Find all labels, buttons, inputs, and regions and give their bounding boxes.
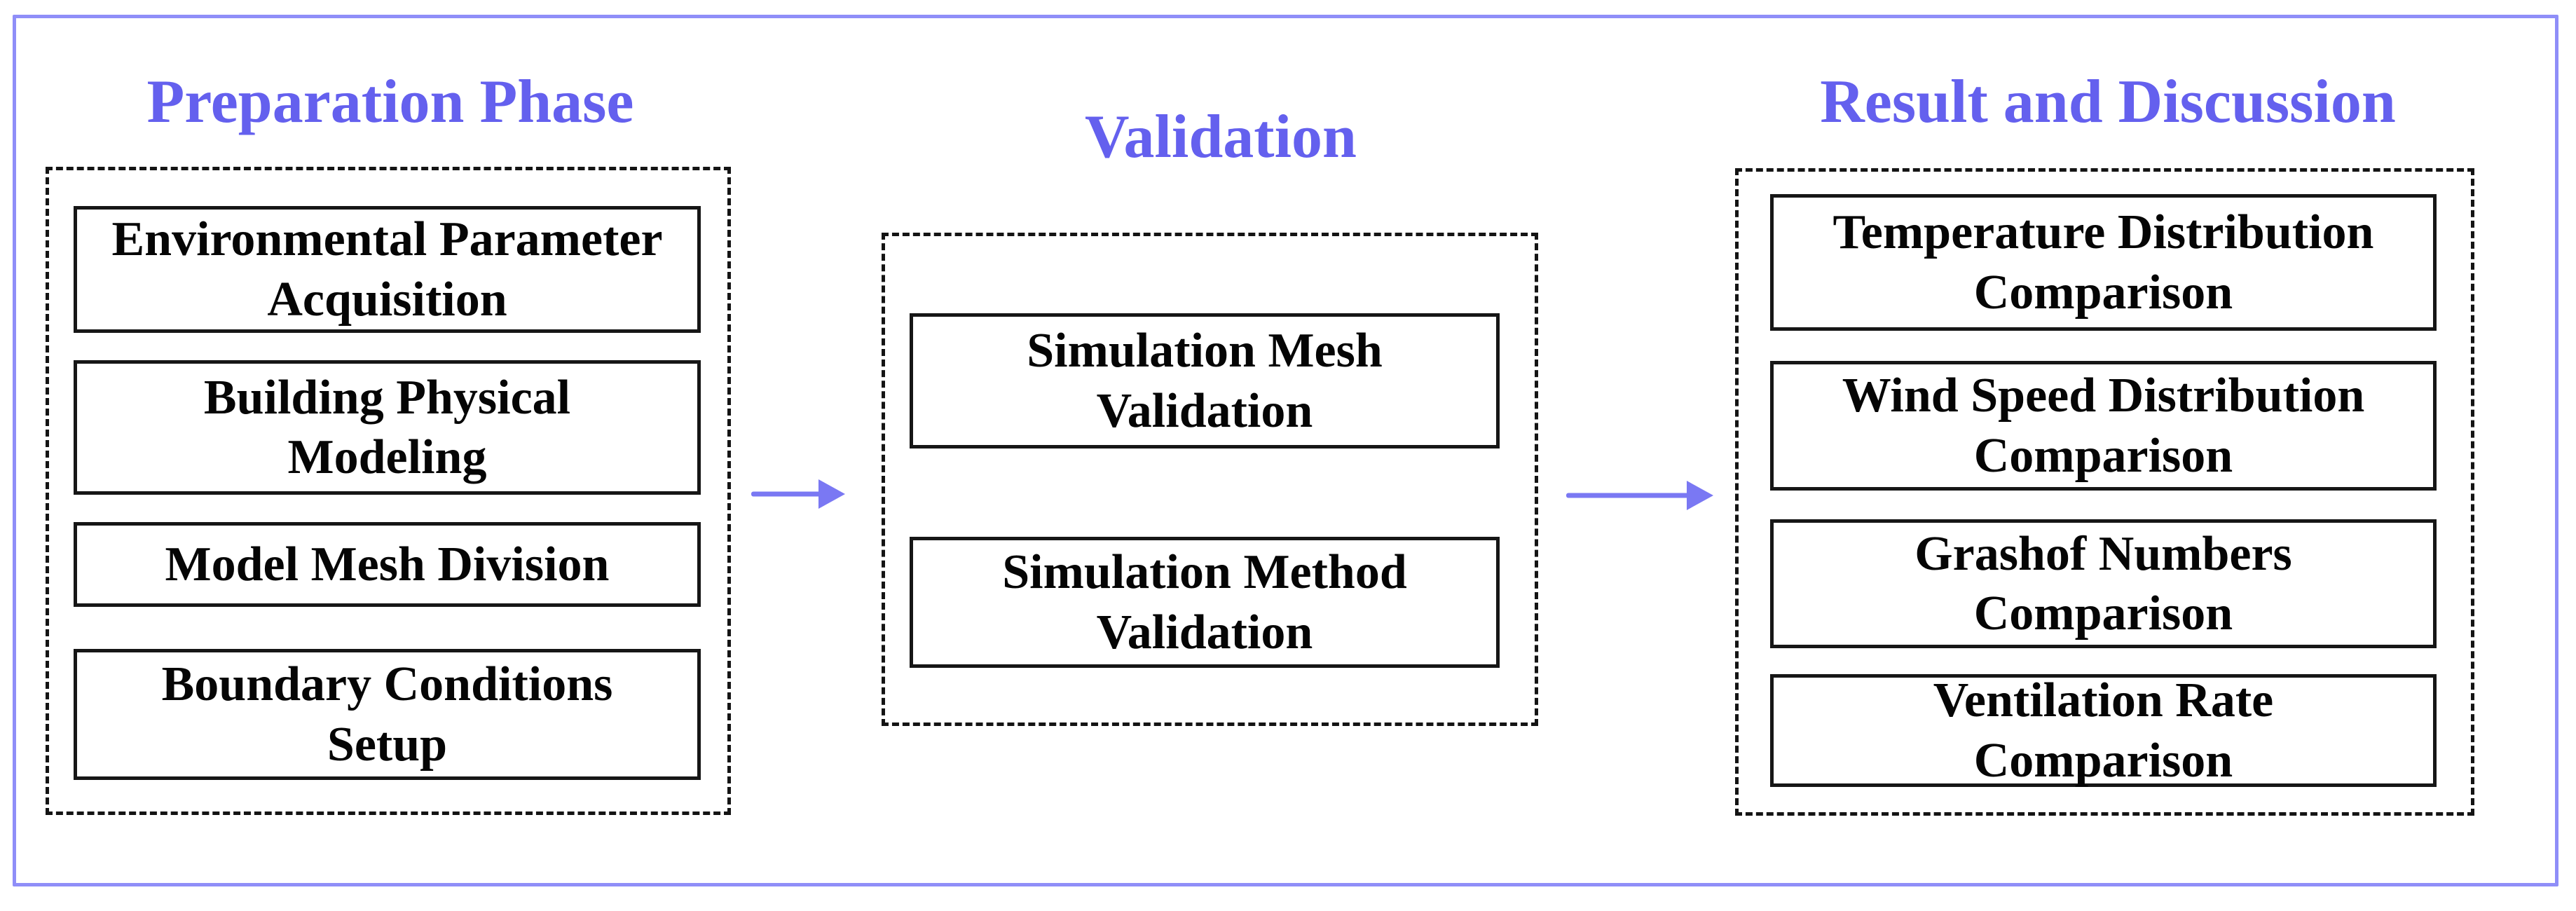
node-text-line: Ventilation Rate: [1933, 673, 2274, 728]
phase-title-validation: Validation: [1084, 103, 1357, 171]
node-text-line: Simulation Method: [1002, 545, 1407, 600]
node-text-line: Comparison: [1973, 265, 2233, 320]
node-text-line: Environmental Parameter: [111, 212, 663, 267]
node-wind-speed-distribution-comparison: Wind Speed Distribution Comparison: [1770, 361, 2437, 491]
node-simulation-mesh-validation: Simulation Mesh Validation: [910, 313, 1500, 448]
group-result-discussion: [1735, 168, 2474, 816]
node-text-line: Temperature Distribution: [1832, 205, 2374, 260]
node-text-line: Comparison: [1973, 428, 2233, 483]
node-temperature-distribution-comparison: Temperature Distribution Comparison: [1770, 194, 2437, 331]
phase-title-result-discussion: Result and Discussion: [1820, 68, 2396, 136]
arrow-head-icon: [818, 479, 845, 509]
node-text-line: Model Mesh Division: [165, 537, 610, 591]
arrow-shaft: [1566, 493, 1691, 498]
arrow-head-icon: [1687, 481, 1713, 510]
node-text-line: Modeling: [287, 430, 487, 484]
node-simulation-method-validation: Simulation Method Validation: [910, 537, 1500, 668]
node-text-line: Comparison: [1973, 733, 2233, 788]
group-preparation: [46, 167, 731, 815]
group-validation: [882, 233, 1538, 726]
node-text-line: Simulation Mesh: [1027, 324, 1383, 378]
node-boundary-conditions-setup: Boundary Conditions Setup: [74, 649, 701, 780]
flow-arrow-validation-to-results: [1566, 480, 1713, 511]
node-grashof-numbers-comparison: Grashof Numbers Comparison: [1770, 519, 2437, 648]
outer-frame: [13, 15, 2558, 886]
node-environmental-parameter-acquisition: Environmental Parameter Acquisition: [74, 206, 701, 333]
node-text-line: Building Physical: [203, 370, 571, 425]
node-text-line: Validation: [1096, 383, 1313, 438]
node-text-line: Acquisition: [267, 272, 507, 327]
node-model-mesh-division: Model Mesh Division: [74, 522, 701, 607]
node-building-physical-modeling: Building Physical Modeling: [74, 360, 701, 495]
node-text-line: Boundary Conditions: [161, 657, 613, 712]
node-text-line: Grashof Numbers: [1914, 526, 2292, 581]
arrow-shaft: [751, 491, 823, 497]
phase-title-preparation: Preparation Phase: [146, 68, 634, 136]
node-text-line: Comparison: [1973, 587, 2233, 641]
flow-arrow-preparation-to-validation: [751, 479, 845, 509]
node-text-line: Validation: [1096, 605, 1313, 659]
node-text-line: Wind Speed Distribution: [1842, 369, 2365, 423]
node-ventilation-rate-comparison: Ventilation Rate Comparison: [1770, 673, 2437, 788]
node-text-line: Setup: [327, 717, 448, 772]
